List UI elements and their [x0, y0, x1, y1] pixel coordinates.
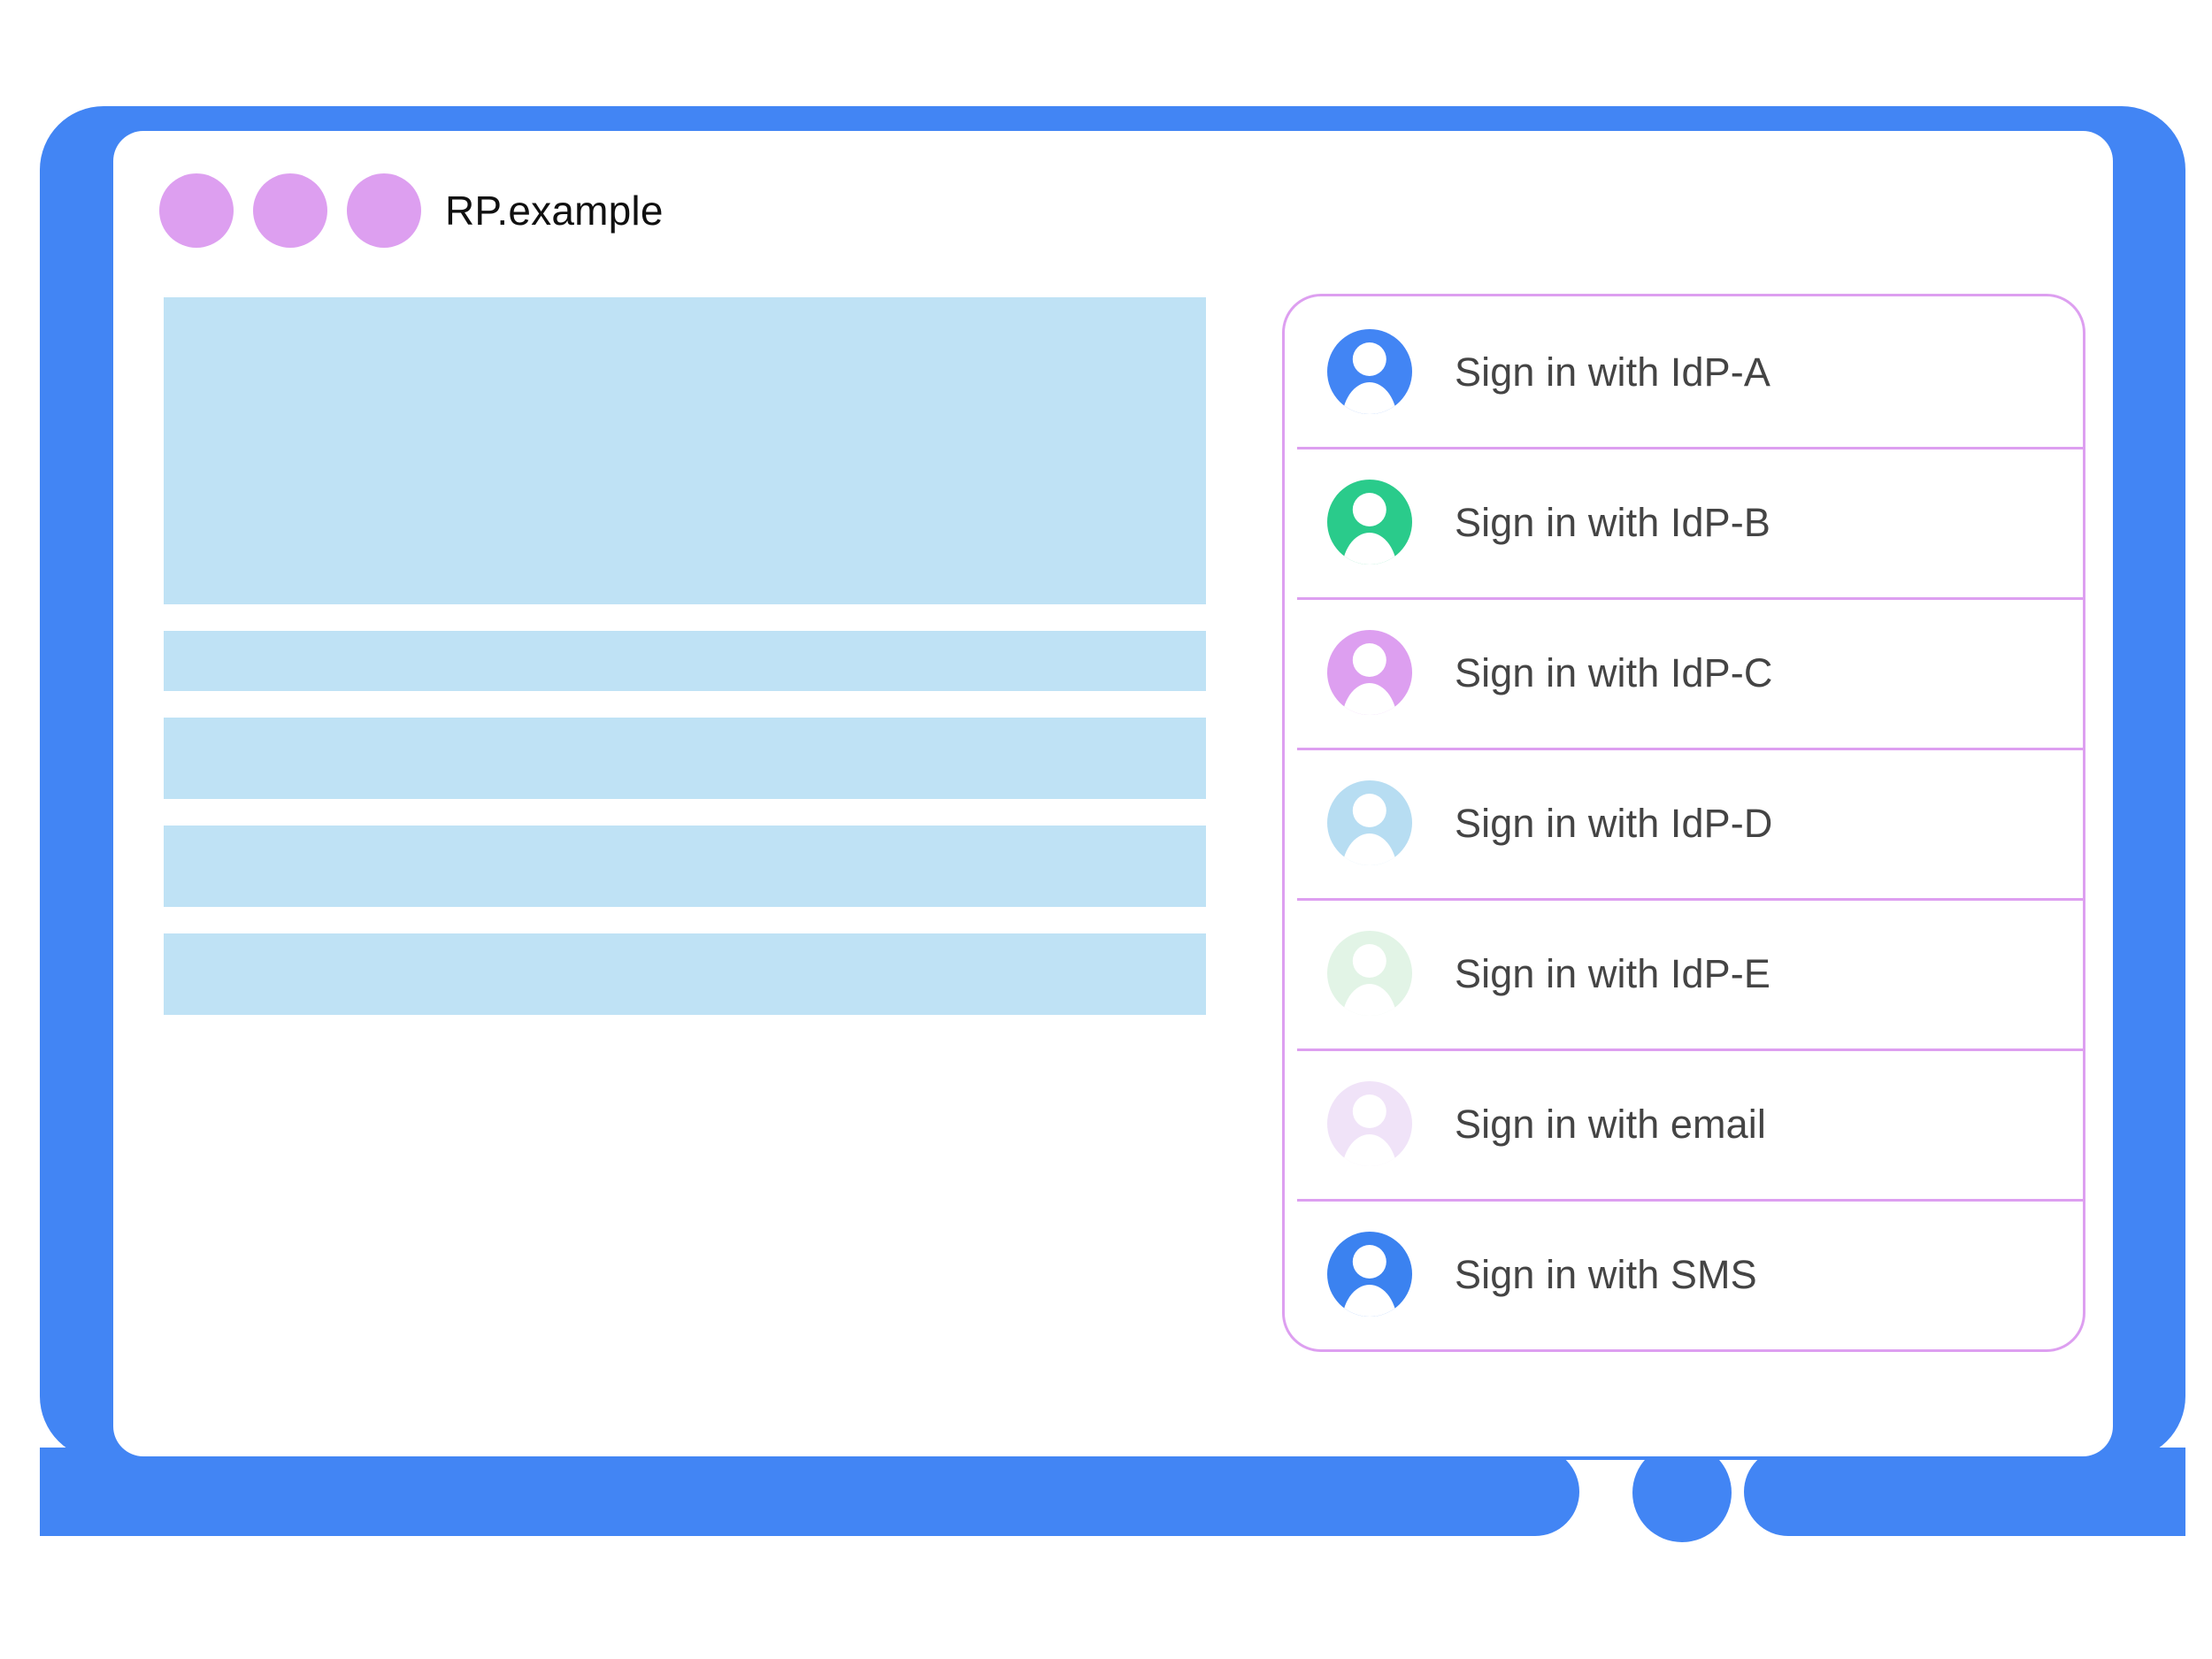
signin-idp-d[interactable]: Sign in with IdP-D [1285, 748, 2083, 898]
avatar-icon [1327, 931, 1412, 1016]
signin-option-label: Sign in with SMS [1455, 1251, 1757, 1297]
content-placeholder-block [164, 297, 1206, 604]
avatar-icon [1327, 1081, 1412, 1166]
window-control-maximize-icon[interactable] [347, 173, 421, 248]
window-control-close-icon[interactable] [159, 173, 234, 248]
signin-sms[interactable]: Sign in with SMS [1285, 1199, 2083, 1349]
browser-titlebar: RP.example [113, 131, 2113, 273]
signin-option-label: Sign in with IdP-D [1455, 800, 1773, 846]
device-bezel-bottom-right [1744, 1448, 2185, 1536]
signin-option-label: Sign in with IdP-E [1455, 950, 1770, 996]
avatar-icon [1327, 329, 1412, 414]
content-placeholder-block [164, 718, 1206, 799]
page-title: RP.example [445, 188, 664, 234]
window-control-minimize-icon[interactable] [253, 173, 327, 248]
avatar-icon [1327, 1232, 1412, 1317]
content-placeholder-block [164, 933, 1206, 1015]
signin-option-label: Sign in with IdP-B [1455, 499, 1770, 545]
signin-idp-b[interactable]: Sign in with IdP-B [1285, 447, 2083, 597]
content-placeholder-block [164, 631, 1206, 691]
signin-idp-e[interactable]: Sign in with IdP-E [1285, 898, 2083, 1048]
signin-email[interactable]: Sign in with email [1285, 1048, 2083, 1199]
content-placeholder-list [164, 297, 1206, 1015]
signin-idp-a[interactable]: Sign in with IdP-A [1285, 296, 2083, 447]
signin-option-label: Sign in with IdP-C [1455, 649, 1773, 695]
avatar-icon [1327, 630, 1412, 715]
signin-idp-c[interactable]: Sign in with IdP-C [1285, 597, 2083, 748]
content-placeholder-block [164, 826, 1206, 907]
home-button[interactable] [1632, 1443, 1732, 1542]
device-bezel-bottom-left [40, 1448, 1579, 1536]
signin-option-label: Sign in with IdP-A [1455, 349, 1770, 395]
signin-option-label: Sign in with email [1455, 1101, 1766, 1147]
avatar-icon [1327, 480, 1412, 565]
signin-account-chooser: Sign in with IdP-A Sign in with IdP-B Sign… [1282, 294, 2085, 1352]
avatar-icon [1327, 780, 1412, 865]
